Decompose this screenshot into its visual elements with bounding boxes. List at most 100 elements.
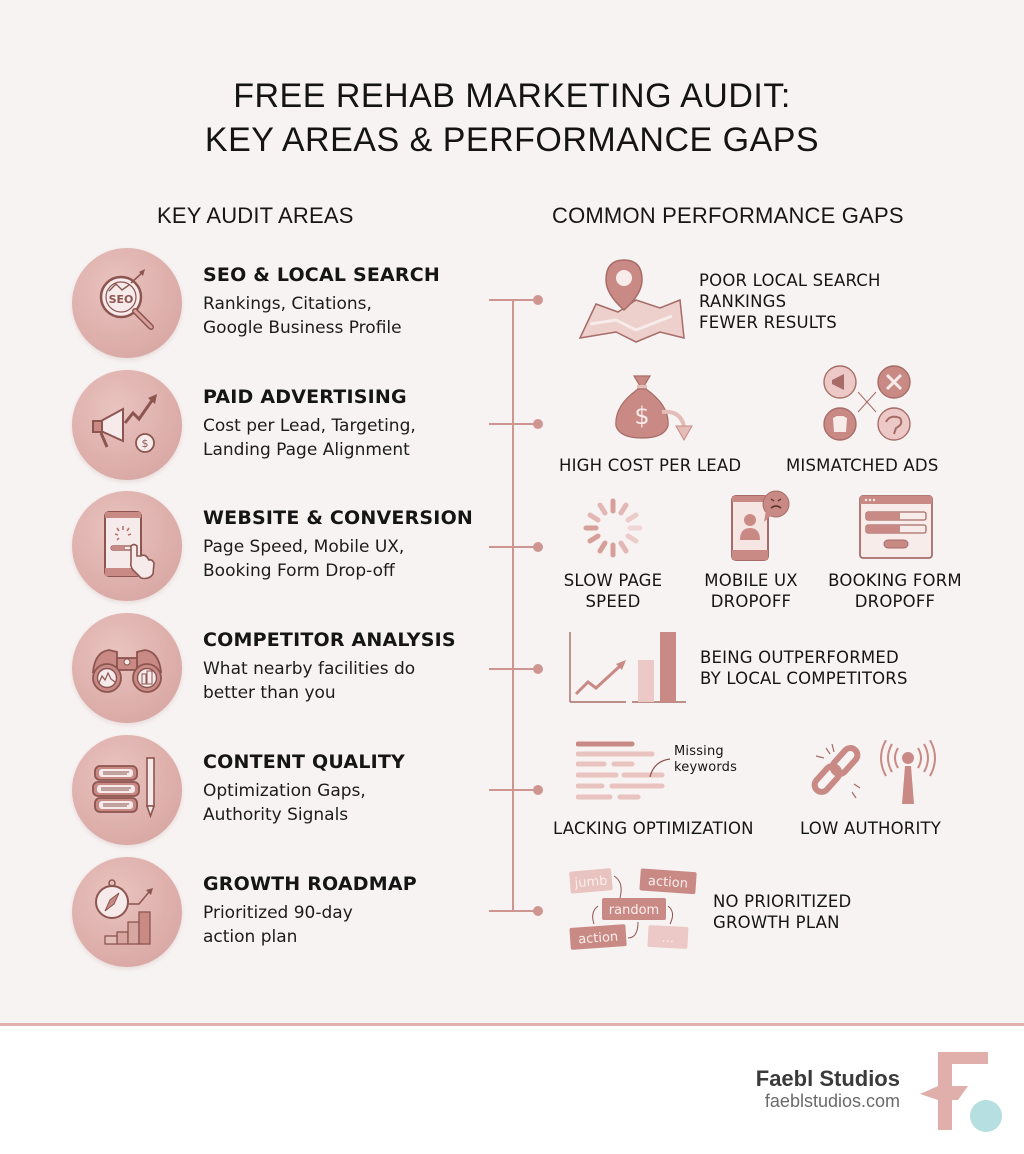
audit-area-description: Cost per Lead, Targeting, Landing Page A… [203, 414, 503, 462]
gap-line: GROWTH PLAN [713, 913, 840, 932]
audit-area-seo: SEO SEO & LOCAL SEARCH Rankings, Citatio… [72, 248, 492, 358]
annotation-curve [649, 758, 671, 778]
svg-text:$: $ [634, 402, 649, 430]
audit-area-label: SEO & LOCAL SEARCH [203, 264, 441, 286]
connector-branch-content [489, 785, 543, 795]
gap-booking-form-dropoff: BOOKING FORM DROPOFF [820, 570, 970, 612]
gap-high-cost-per-lead: HIGH COST PER LEAD [559, 456, 742, 475]
audit-area-icon-circle [72, 857, 182, 967]
desc-line: Authority Signals [203, 805, 349, 825]
brand-url[interactable]: faeblstudios.com [764, 1091, 900, 1111]
bar-chart-icon [569, 632, 686, 703]
gap-poor-local-search: POOR LOCAL SEARCH RANKINGS FEWER RESULTS [699, 270, 881, 333]
audit-area-icon-circle [72, 735, 182, 845]
money-bag-down-icon: $ [615, 375, 693, 442]
svg-text:action: action [578, 930, 619, 948]
missing-keywords-annotation: Missing keywords [674, 744, 737, 776]
gap-line: SPEED [585, 592, 641, 611]
audit-area-label: GROWTH ROADMAP [203, 873, 417, 895]
audit-area-description: Prioritized 90-day action plan [203, 901, 503, 949]
gap-no-prioritized-plan: NO PRIORITIZED GROWTH PLAN [713, 891, 851, 933]
desc-line: Booking Form Drop-off [203, 561, 395, 581]
title-line-2: KEY AREAS & PERFORMANCE GAPS [204, 121, 820, 159]
gap-lacking-optimization: LACKING OPTIMIZATION [553, 819, 754, 838]
title-line-1: FREE REHAB MARKETING AUDIT: [233, 77, 791, 115]
gap-mobile-ux-dropoff: MOBILE UX DROPOFF [691, 570, 811, 612]
desc-line: Google Business Profile [203, 318, 402, 338]
gap-mismatched-ads: MISMATCHED ADS [786, 456, 939, 475]
desc-line: Rankings, Citations, [203, 294, 372, 314]
brand-name: Faebl Studios [755, 1066, 900, 1091]
gap-line: RANKINGS [699, 292, 787, 311]
desc-line: Page Speed, Mobile UX, [203, 537, 405, 557]
audit-area-paid-ads: $ PAID ADVERTISING Cost per Lead, Target… [72, 370, 492, 480]
gap-line: SLOW PAGE [563, 571, 663, 590]
gap-slow-page-speed: SLOW PAGE SPEED [553, 570, 673, 612]
connector-branch-roadmap [489, 906, 543, 916]
gap-line: NO PRIORITIZED [713, 892, 852, 911]
mobile-frustrated-icon [731, 490, 790, 561]
audit-area-label: PAID ADVERTISING [203, 386, 407, 408]
gap-outperformed: BEING OUTPERFORMED BY LOCAL COMPETITORS [700, 647, 908, 689]
audit-area-content: CONTENT QUALITY Optimization Gaps, Autho… [72, 735, 492, 845]
key-audit-areas-heading: KEY AUDIT AREAS [157, 203, 354, 228]
loading-spinner-icon [583, 498, 643, 558]
desc-line: Prioritized 90-day [203, 903, 353, 923]
annotation-line: Missing [674, 744, 724, 759]
audit-area-icon-circle: SEO [72, 248, 182, 358]
svg-text:jumb: jumb [573, 874, 608, 892]
audit-area-description: Rankings, Citations, Google Business Pro… [203, 292, 503, 340]
connector-branch-seo [489, 295, 543, 305]
gap-line: FEWER RESULTS [699, 313, 837, 332]
jumbled-tags-icon: jumb action random action ... [569, 868, 697, 950]
seo-magnifier-icon: SEO [99, 269, 154, 330]
gap-low-authority: LOW AUTHORITY [800, 819, 942, 838]
page-title: FREE REHAB MARKETING AUDIT: KEY AREAS & … [0, 74, 1024, 162]
desc-line: Cost per Lead, Targeting, [203, 416, 416, 436]
connector-branch-paid [489, 419, 543, 429]
audit-area-description: Page Speed, Mobile UX, Booking Form Drop… [203, 535, 503, 583]
svg-text:...: ... [661, 931, 674, 947]
connector-branch-website [489, 542, 543, 552]
audit-area-description: What nearby facilities do better than yo… [203, 657, 503, 705]
svg-text:random: random [609, 903, 659, 918]
binoculars-icon [91, 649, 163, 693]
audit-area-icon-circle: $ [72, 370, 182, 480]
audit-area-label: WEBSITE & CONVERSION [203, 507, 474, 529]
infographic: FREE REHAB MARKETING AUDIT: KEY AREAS & … [0, 74, 1024, 967]
gap-line: BEING OUTPERFORMED [700, 648, 899, 667]
audit-area-description: Optimization Gaps, Authority Signals [203, 779, 503, 827]
faebl-logo-icon [920, 1052, 1002, 1132]
audit-area-label: COMPETITOR ANALYSIS [203, 629, 456, 651]
mobile-tap-icon [104, 511, 155, 580]
compass-chart-icon [95, 879, 153, 945]
booking-form-icon [859, 495, 933, 559]
gap-line: POOR LOCAL SEARCH [699, 271, 881, 290]
gap-line: DROPOFF [854, 592, 936, 611]
audit-area-icon-circle [72, 613, 182, 723]
connector-line [512, 301, 514, 912]
connector-branch-competitor [489, 664, 543, 674]
broken-link-antenna-icon [811, 740, 936, 804]
desc-line: Landing Page Alignment [203, 440, 410, 460]
annotation-line: keywords [674, 760, 738, 775]
svg-text:$: $ [142, 437, 149, 450]
audit-area-label: CONTENT QUALITY [203, 751, 406, 773]
books-pencil-icon [92, 757, 156, 819]
desc-line: What nearby facilities do [203, 659, 416, 679]
footer-divider [0, 1023, 1024, 1026]
megaphone-growth-icon: $ [92, 394, 157, 453]
svg-text:SEO: SEO [109, 293, 134, 306]
footer [0, 1026, 1024, 1154]
text-lines-icon [576, 741, 665, 800]
mismatched-ads-icon [823, 365, 911, 441]
audit-area-competitor: COMPETITOR ANALYSIS What nearby faciliti… [72, 613, 492, 723]
svg-text:action: action [647, 874, 688, 892]
gap-line: MOBILE UX [704, 571, 798, 590]
desc-line: action plan [203, 927, 298, 947]
gap-line: BY LOCAL COMPETITORS [700, 669, 908, 688]
audit-area-icon-circle [72, 491, 182, 601]
map-pin-icon [578, 259, 685, 343]
desc-line: better than you [203, 683, 336, 703]
desc-line: Optimization Gaps, [203, 781, 366, 801]
